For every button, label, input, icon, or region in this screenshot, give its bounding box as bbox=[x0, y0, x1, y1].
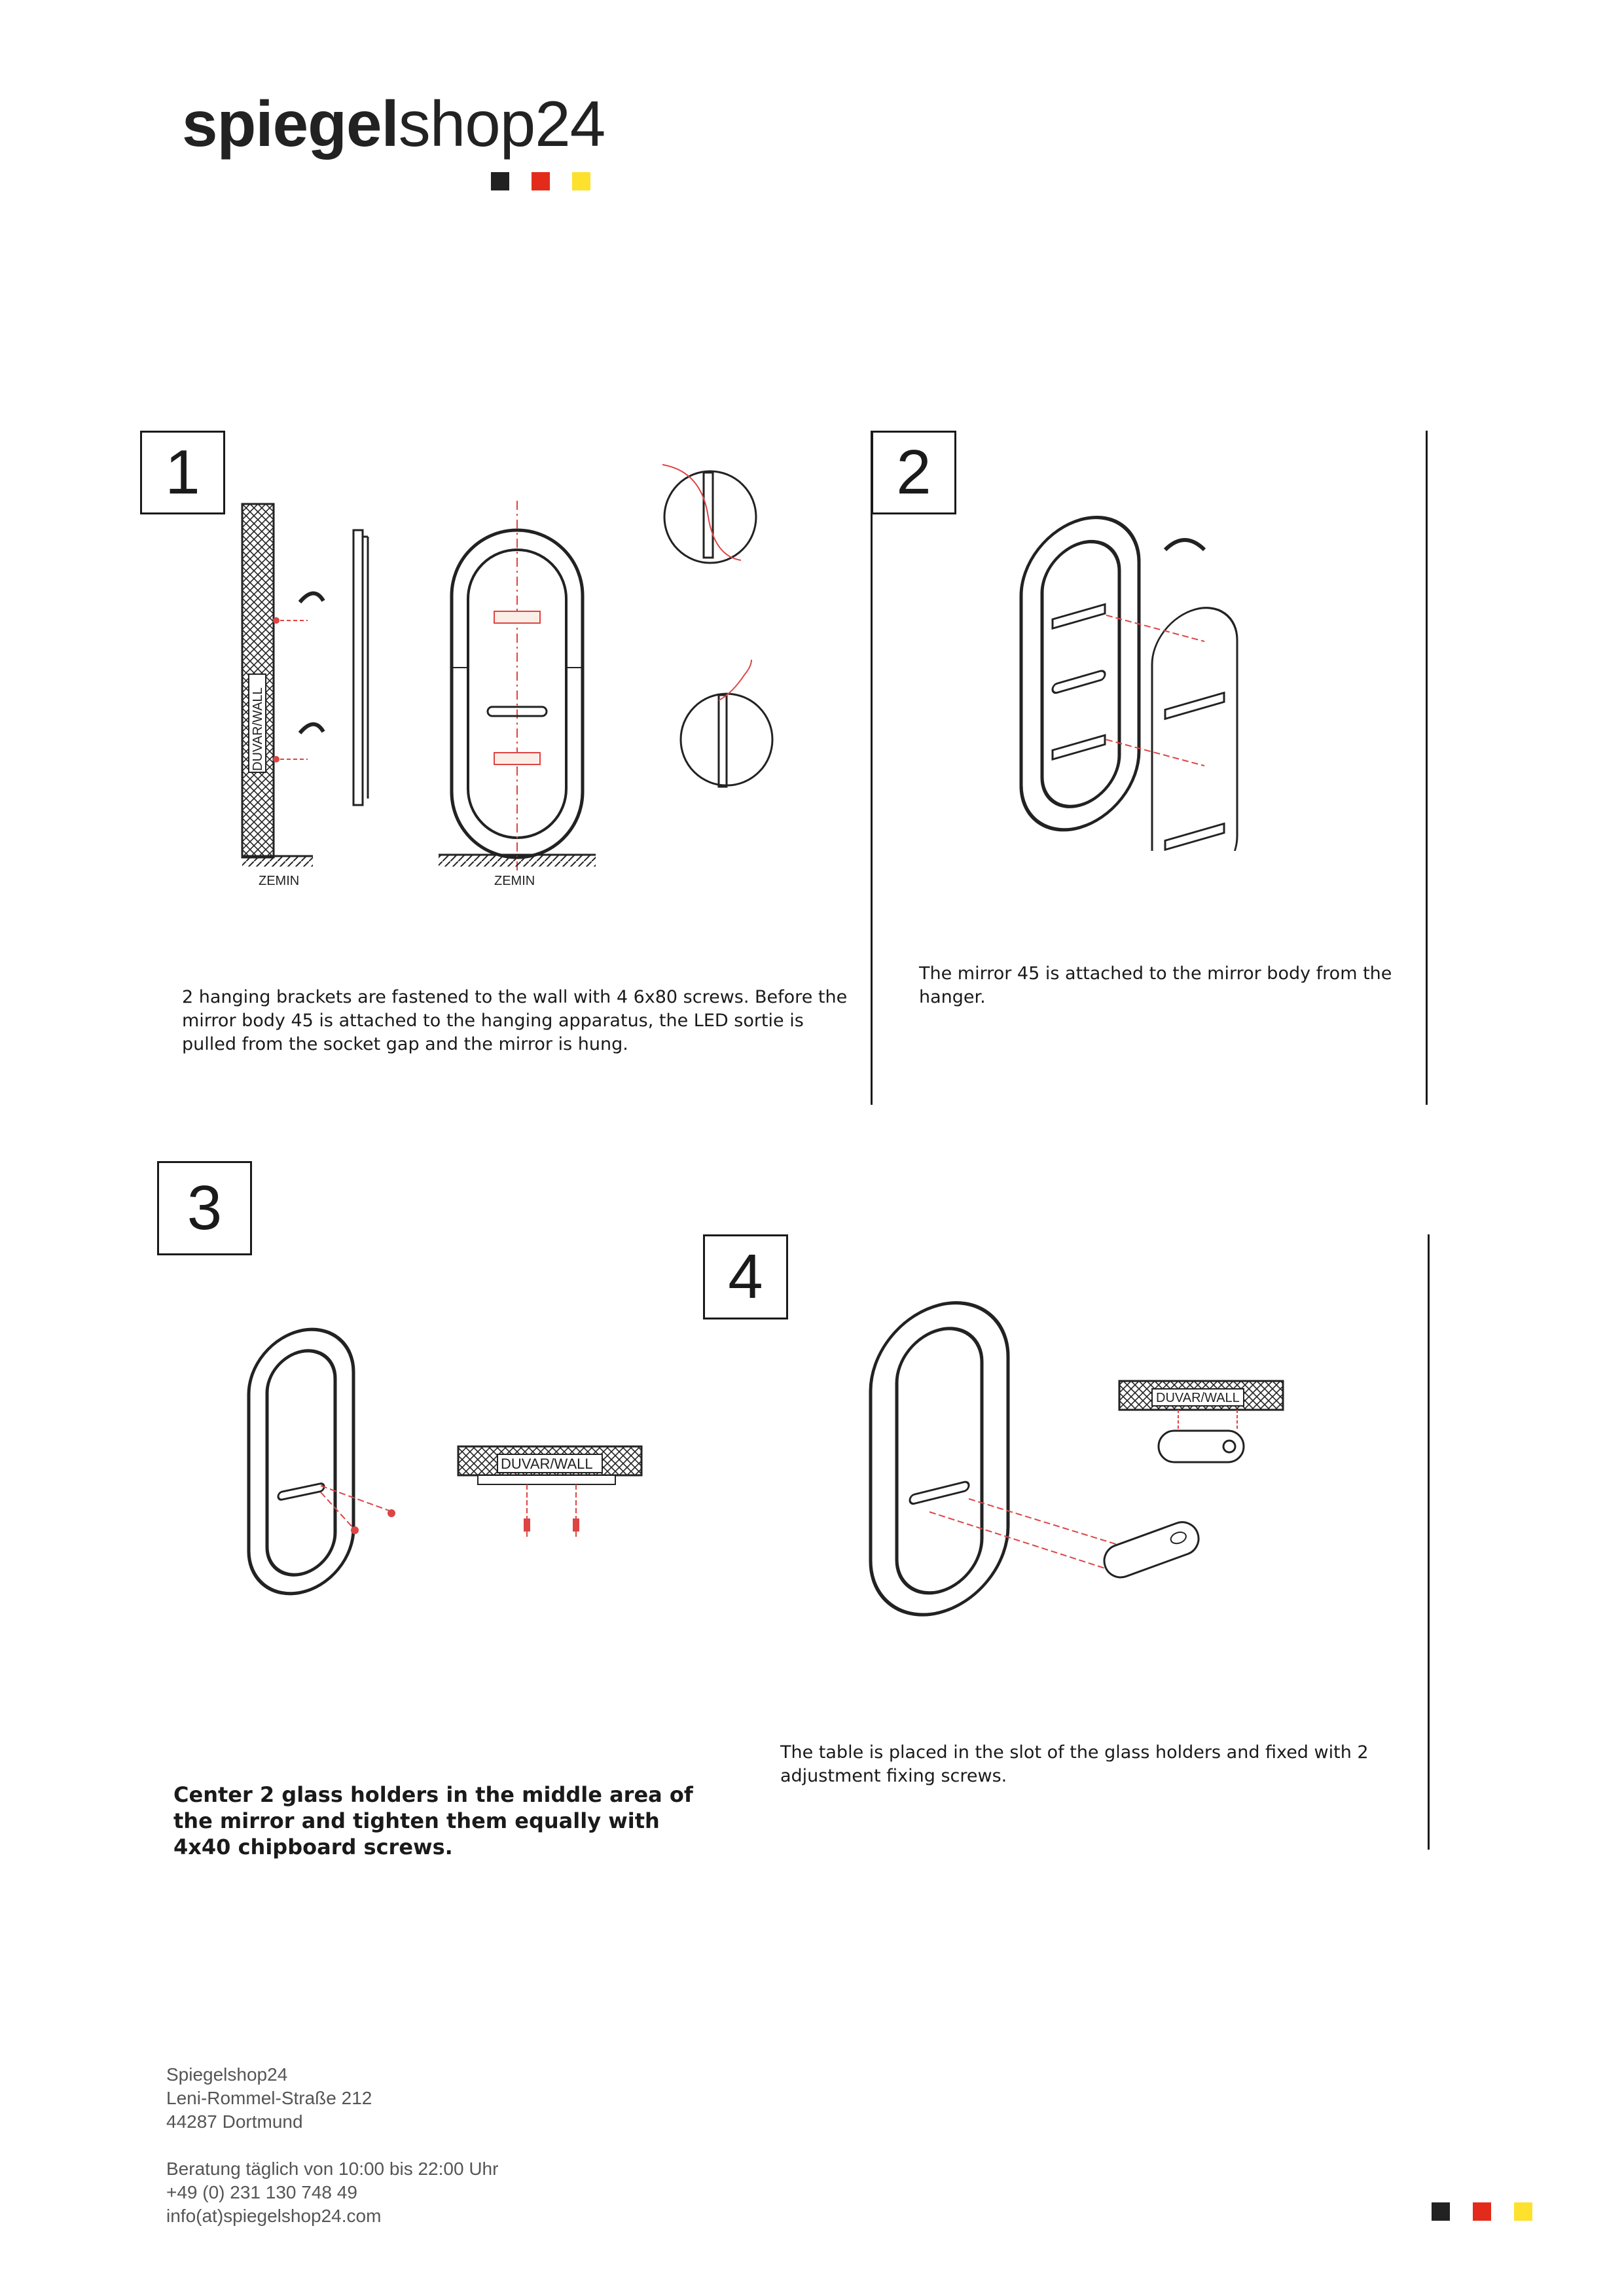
step-2-caption: The mirror 45 is attached to the mirror … bbox=[919, 963, 1392, 1007]
step-3-number: 3 bbox=[157, 1161, 252, 1255]
step-3-number-text: 3 bbox=[187, 1173, 223, 1243]
footer-company: Spiegelshop24 bbox=[166, 2064, 288, 2085]
footer-email[interactable]: info(at)spiegelshop24.com bbox=[166, 2206, 382, 2226]
step-1-illustration: DUVAR/WALL ZEMIN ZEMIN bbox=[241, 464, 774, 888]
footer-hours: Beratung täglich von 10:00 bis 22:00 Uhr bbox=[166, 2159, 499, 2179]
step-2-number-text: 2 bbox=[896, 437, 931, 507]
step-4-wall-label: DUVAR/WALL bbox=[1156, 1391, 1240, 1405]
footer-phone[interactable]: +49 (0) 231 130 748 49 bbox=[166, 2182, 357, 2202]
logo-bold-text: spiegel bbox=[182, 88, 399, 160]
logo-light-text: shop24 bbox=[398, 88, 606, 160]
flag-square-yellow bbox=[572, 172, 590, 190]
footer-flag-square-yellow bbox=[1514, 2202, 1532, 2221]
step-4-number: 4 bbox=[703, 1234, 788, 1319]
brand-logo: spiegelshop24 bbox=[182, 92, 605, 156]
divider-top-left bbox=[871, 431, 873, 1105]
step-4-illustration: DUVAR/WALL bbox=[869, 1301, 1284, 1617]
step-1-number: 1 bbox=[140, 431, 225, 514]
footer-city: 44287 Dortmund bbox=[166, 2111, 303, 2132]
step-1-number-text: 1 bbox=[165, 437, 200, 507]
step-3-wall-label: DUVAR/WALL bbox=[501, 1456, 593, 1472]
footer-flag-square-black bbox=[1432, 2202, 1450, 2221]
step-3-illustration: DUVAR/WALL bbox=[247, 1327, 643, 1596]
flag-square-red bbox=[532, 172, 550, 190]
step-1-floor-label-right: ZEMIN bbox=[494, 874, 535, 888]
footer-address: Spiegelshop24 Leni-Rommel-Straße 212 442… bbox=[166, 2063, 498, 2228]
divider-top-right bbox=[1426, 431, 1428, 1105]
step-1-wall-label: DUVAR/WALL bbox=[251, 687, 265, 771]
footer-street: Leni-Rommel-Straße 212 bbox=[166, 2088, 372, 2108]
step-2-number: 2 bbox=[871, 431, 956, 514]
step-4-number-text: 4 bbox=[728, 1242, 763, 1312]
divider-bottom-right bbox=[1428, 1234, 1430, 1850]
step-2-illustration bbox=[1019, 515, 1238, 851]
step-1-caption: 2 hanging brackets are fastened to the w… bbox=[182, 987, 848, 1054]
flag-square-black bbox=[491, 172, 509, 190]
footer-flag-square-red bbox=[1473, 2202, 1491, 2221]
step-4-caption: The table is placed in the slot of the g… bbox=[780, 1742, 1369, 1786]
step-3-caption: Center 2 glass holders in the middle are… bbox=[173, 1782, 693, 1859]
step-1-floor-label-left: ZEMIN bbox=[259, 874, 299, 888]
